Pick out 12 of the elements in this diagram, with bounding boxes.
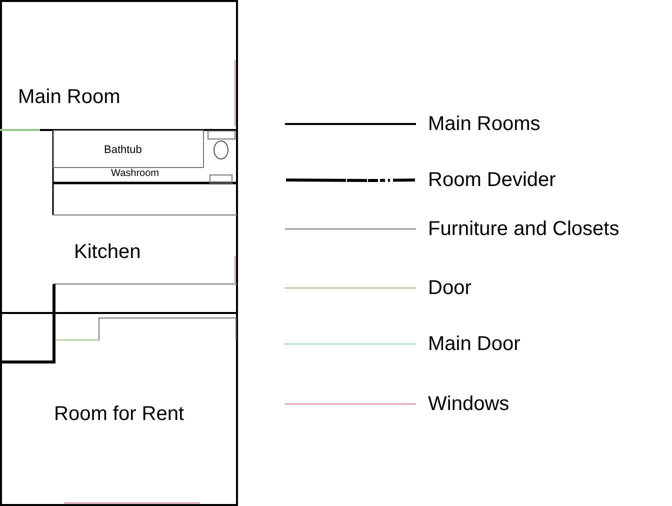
legend-label: Main Rooms: [428, 112, 540, 136]
legend-label: Room Devider: [428, 168, 556, 192]
legend-label: Furniture and Closets: [428, 217, 620, 241]
room-label: Kitchen: [74, 240, 141, 265]
room-label: Room for Rent: [54, 402, 184, 427]
legend-label: Door: [428, 276, 472, 300]
bathtub-outline: [53, 130, 204, 168]
room-label: Main Room: [18, 85, 120, 110]
room-label: Washroom: [111, 168, 159, 180]
legend-label: Windows: [428, 392, 510, 416]
room-label: Bathtub: [104, 144, 142, 157]
legend-label: Main Door: [428, 332, 520, 356]
